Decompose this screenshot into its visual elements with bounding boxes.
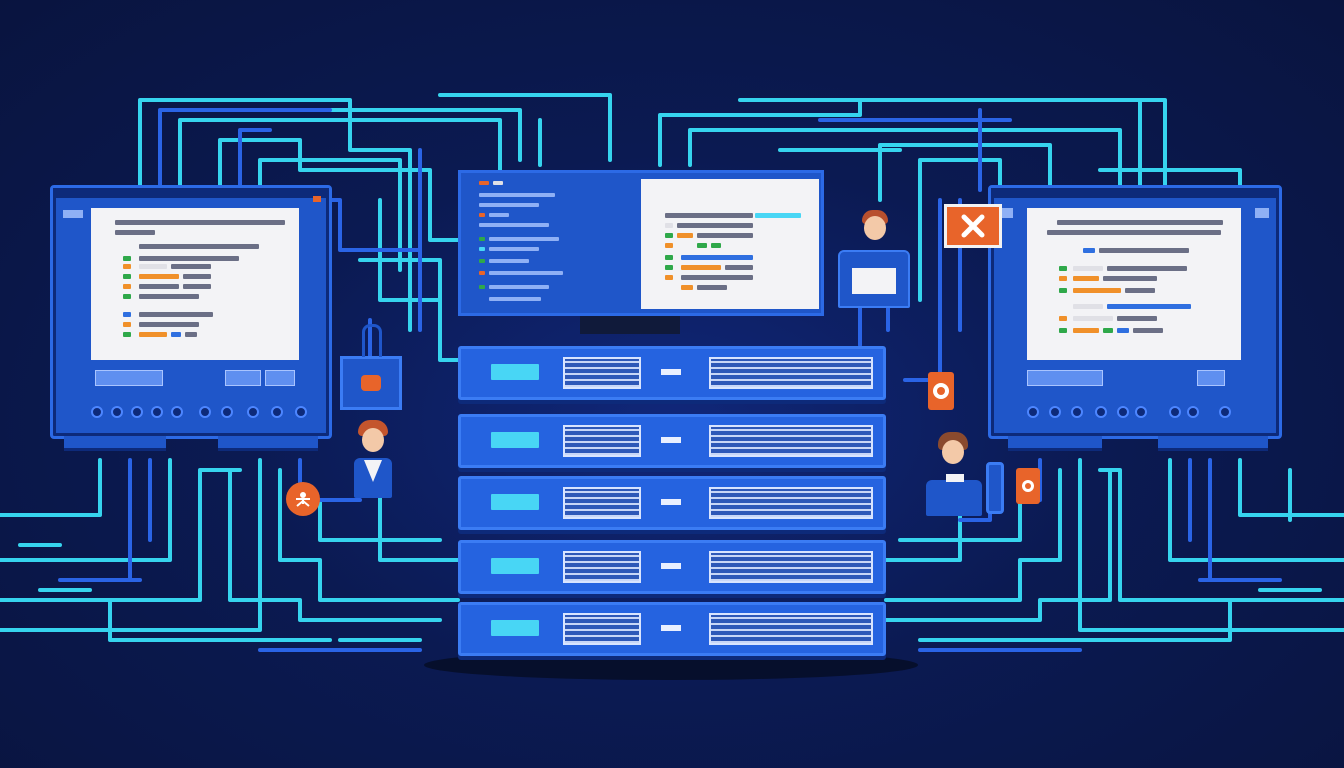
status-strip (1027, 370, 1103, 386)
vent-grille (563, 357, 641, 389)
center-monitor (458, 170, 824, 316)
person (838, 210, 912, 310)
monitor-button (265, 370, 295, 386)
monitor-stand (580, 316, 680, 334)
node-hub-icon (286, 482, 320, 516)
close-icon (313, 196, 321, 202)
monitor-button (225, 370, 261, 386)
monitor-foot (1158, 436, 1268, 451)
menu-icon (999, 208, 1013, 218)
vent-grille (709, 551, 873, 583)
laptop-screen (852, 268, 896, 294)
right-monitor (988, 185, 1282, 439)
server-unit (458, 540, 886, 594)
phone-device (986, 462, 1004, 514)
warning-badge-icon (928, 372, 954, 410)
status-led (491, 620, 539, 636)
monitor-title-bar (53, 188, 329, 198)
code-screen (91, 208, 299, 360)
drive-slot (661, 369, 681, 375)
server-unit (458, 602, 886, 656)
monitor-title-bar (991, 188, 1279, 198)
vent-grille (709, 357, 873, 389)
server-unit (458, 476, 886, 530)
drive-slot (661, 437, 681, 443)
vent-grille (709, 487, 873, 519)
vent-grille (709, 613, 873, 645)
code-editor-panel (465, 177, 639, 309)
server-unit (458, 346, 886, 400)
window-icon (1255, 208, 1269, 218)
vent-grille (563, 425, 641, 457)
drive-slot (661, 499, 681, 505)
person (924, 432, 984, 518)
monitor-foot (218, 436, 318, 451)
monitor-button (1197, 370, 1225, 386)
status-led (491, 364, 539, 380)
drive-slot (661, 625, 681, 631)
person (352, 420, 394, 500)
status-led (491, 432, 539, 448)
status-led (491, 558, 539, 574)
server-unit (458, 414, 886, 468)
alert-badge-icon (1016, 468, 1040, 504)
lock-badge-icon (340, 356, 402, 410)
error-close-icon (944, 204, 1002, 248)
lock-shackle (362, 324, 382, 357)
status-led (491, 494, 539, 510)
code-screen (641, 179, 819, 309)
menu-icon (63, 210, 83, 218)
vent-grille (563, 613, 641, 645)
drive-slot (661, 563, 681, 569)
status-strip (95, 370, 163, 386)
monitor-foot (1008, 436, 1102, 451)
monitor-foot (64, 436, 166, 451)
vent-grille (563, 551, 641, 583)
code-screen (1027, 208, 1241, 360)
vent-grille (709, 425, 873, 457)
vent-grille (563, 487, 641, 519)
left-monitor (50, 185, 332, 439)
